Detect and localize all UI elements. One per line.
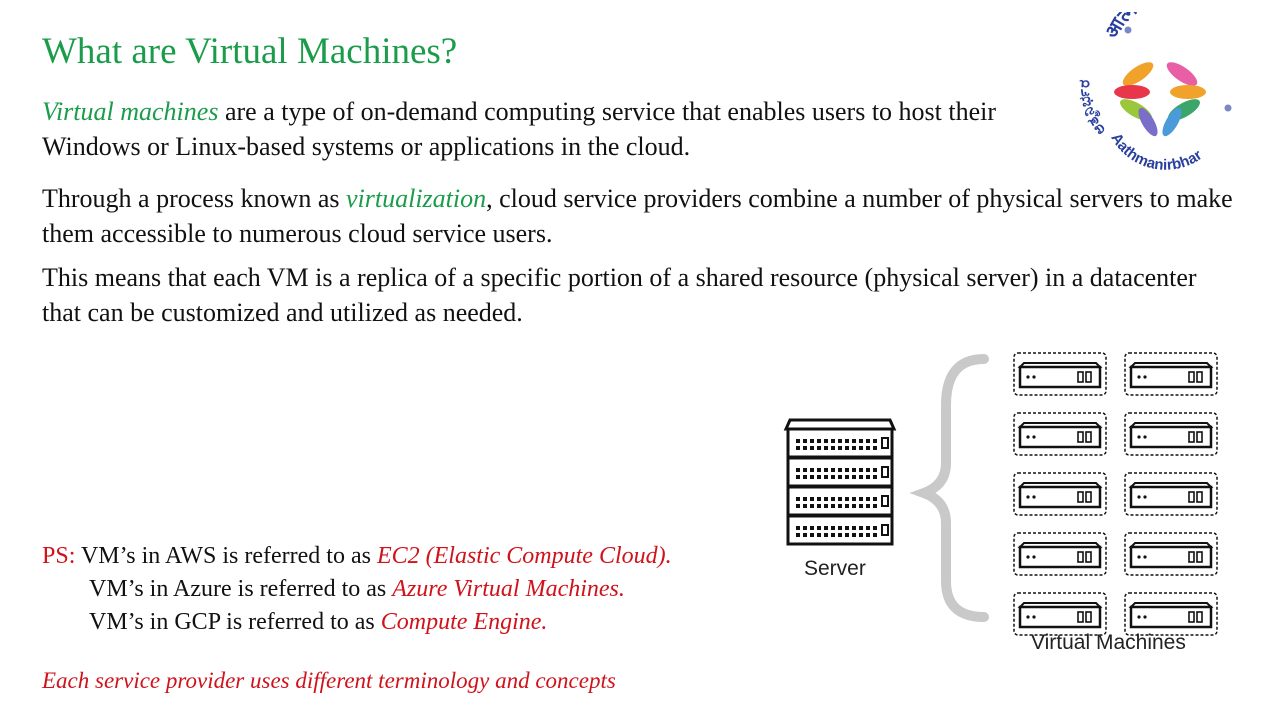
slide-title: What are Virtual Machines? bbox=[42, 31, 458, 72]
definition-text: are a type of on-demand computing servic… bbox=[42, 97, 997, 161]
logo-text-top: आत्मनिर्भर bbox=[1101, 12, 1175, 42]
paragraph-virtualization: Through a process known as virtualizatio… bbox=[42, 181, 1242, 251]
virtual-machine-icon bbox=[1124, 472, 1218, 516]
ps-line-azure: VM’s in Azure is referred to as Azure Vi… bbox=[42, 573, 672, 606]
ps-aws-service: EC2 (Elastic Compute Cloud). bbox=[376, 543, 672, 569]
virtualization-text-before: Through a process known as bbox=[42, 184, 346, 213]
paragraph-vm-replica: This means that each VM is a replica of … bbox=[42, 263, 1197, 327]
logo-text-left: ಆತ್ಮನಿರ್ಭರ bbox=[1076, 79, 1109, 139]
virtual-machine-icon bbox=[1013, 592, 1107, 636]
ps-gcp-service: Compute Engine. bbox=[380, 609, 548, 635]
ps-line-gcp: VM’s in GCP is referred to as Compute En… bbox=[42, 606, 672, 639]
virtual-machine-icon bbox=[1124, 592, 1218, 636]
ps-aws-text: VM’s in AWS is referred to as bbox=[75, 543, 377, 569]
ps-note: PS: VM’s in AWS is referred to as EC2 (E… bbox=[42, 540, 672, 639]
virtual-machine-icon bbox=[1013, 472, 1107, 516]
term-virtual-machines: Virtual machines bbox=[42, 97, 219, 126]
aathmanirbhar-logo: आत्मनिर्भर ಆತ್ಮನಿರ್ಭರ Aathmanirbhar bbox=[1076, 12, 1232, 172]
virtual-machines-label: Virtual Machines bbox=[1031, 631, 1186, 654]
virtual-machine-icon bbox=[1124, 352, 1218, 396]
paragraph-definition: Virtual machines are a type of on-demand… bbox=[42, 94, 1022, 164]
ps-line-aws: PS: VM’s in AWS is referred to as EC2 (E… bbox=[42, 540, 672, 573]
virtual-machine-icon bbox=[1124, 412, 1218, 456]
term-virtualization: virtualization bbox=[346, 184, 487, 213]
virtual-machine-icon bbox=[1124, 532, 1218, 576]
vm-diagram bbox=[783, 352, 1218, 636]
virtual-machines-grid bbox=[1013, 352, 1218, 636]
ps-azure-text: VM’s in Azure is referred to as bbox=[89, 576, 393, 602]
ps-prefix: PS: bbox=[42, 543, 76, 569]
logo-text-bottom: Aathmanirbhar bbox=[1107, 130, 1205, 172]
virtual-machine-icon bbox=[1013, 352, 1107, 396]
server-label: Server bbox=[804, 557, 866, 580]
brace-icon bbox=[909, 354, 989, 622]
virtualization-text-after: , cloud service providers combine a numb… bbox=[42, 184, 1233, 248]
footnote: Each service provider uses different ter… bbox=[42, 668, 616, 693]
virtual-machine-icon bbox=[1013, 412, 1107, 456]
virtual-machine-icon bbox=[1013, 532, 1107, 576]
ps-azure-service: Azure Virtual Machines. bbox=[392, 576, 625, 602]
server-rack-icon bbox=[783, 418, 897, 546]
ps-gcp-text: VM’s in GCP is referred to as bbox=[89, 609, 381, 635]
logo-petals bbox=[1114, 26, 1232, 137]
